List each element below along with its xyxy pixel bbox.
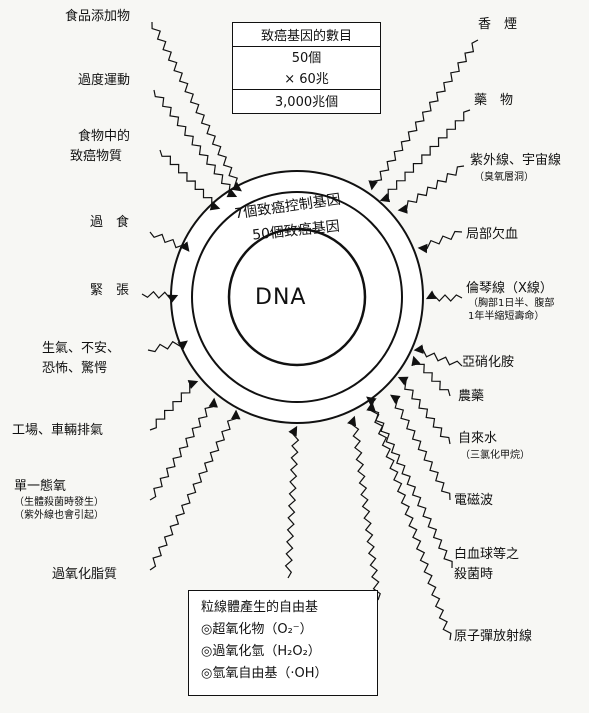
wavy-arrow (149, 379, 199, 431)
wavy-arrow (149, 231, 190, 252)
wavy-arrow (417, 230, 463, 254)
factor-drugs: 藥 物 (474, 93, 514, 108)
factor-food-carcinogens-1: 食物中的 (78, 129, 131, 144)
factor-xray-note2: 1年半縮短壽命） (468, 311, 545, 322)
wavy-arrow (397, 376, 451, 445)
wavy-arrow (411, 355, 451, 397)
wavy-arrow (284, 425, 300, 579)
wavy-arrow (159, 149, 221, 211)
factor-leukocyte-1: 白血球等之 (454, 547, 520, 562)
oncogene-count-box: 致癌基因的數目 50個 × 60兆 3,000兆個 (232, 22, 381, 114)
factor-tap-water: 自來水 (458, 431, 498, 446)
factor-singlet-oxygen-note2: （紫外線也會引起） (14, 510, 104, 521)
factor-overexercise: 過度運動 (78, 73, 131, 88)
count-box-row2: × 60兆 (233, 68, 380, 90)
wavy-arrow (379, 109, 471, 203)
wavy-arrow (366, 401, 452, 641)
factor-lipid-peroxide: 過氧化脂質 (52, 567, 118, 582)
factor-ozone-hole: （臭氧層洞） (474, 172, 534, 183)
wavy-arrow (390, 394, 451, 501)
factor-nitrosamine: 亞硝化胺 (462, 355, 515, 370)
middle-ring (191, 191, 403, 403)
factor-singlet-oxygen-note1: （生體殺菌時發生） (14, 497, 104, 508)
wavy-arrow (151, 21, 242, 192)
wavy-arrow (141, 290, 179, 304)
factor-overeating: 過 食 (90, 215, 130, 230)
factor-food-carcinogens-2: 致癌物質 (70, 149, 123, 164)
wavy-arrow (397, 165, 465, 214)
factor-food-additives: 食品添加物 (65, 9, 131, 24)
wavy-arrow (425, 290, 463, 302)
free-radical-box: 粒線體產生的自由基 ◎超氧化物（O₂⁻） ◎過氧化氫（H₂O₂） ◎氫氧自由基（… (188, 590, 378, 696)
factor-xray: 倫琴線（X線） (466, 281, 553, 296)
factor-local-ischemia: 局部欠血 (466, 227, 519, 242)
wavy-arrow (347, 415, 381, 601)
wavy-arrow (149, 397, 219, 501)
factor-xray-note1: （胸部1日半、腹部 (468, 298, 555, 309)
factor-singlet-oxygen: 單一態氧 (14, 479, 67, 494)
dna-rings (170, 170, 424, 424)
wavy-arrow (149, 409, 241, 571)
count-box-row1: 50個 (291, 51, 322, 66)
free-radical-peroxide: ◎過氧化氫（H₂O₂） (201, 644, 321, 659)
factor-uv-cosmic: 紫外線、宇宙線 (470, 153, 562, 168)
inner-ring (227, 227, 367, 367)
factor-chloroform: （三氯化甲烷） (460, 450, 530, 461)
wavy-arrow (153, 89, 238, 198)
count-box-row3: 3,000兆個 (274, 95, 339, 110)
wavy-arrow (366, 396, 453, 569)
free-radical-hydroxyl: ◎氫氧自由基（·OH） (201, 666, 328, 681)
factor-emotions-2: 恐怖、驚愕 (42, 361, 108, 376)
dna-label: DNA (255, 285, 307, 310)
free-radical-title: 粒線體產生的自由基 (201, 600, 319, 615)
wavy-arrows (141, 21, 479, 641)
factor-pesticide: 農藥 (458, 389, 485, 404)
factor-electromagnetic: 電磁波 (454, 493, 494, 508)
free-radical-superoxide: ◎超氧化物（O₂⁻） (201, 622, 313, 637)
wavy-arrow (368, 39, 479, 191)
factor-exhaust: 工場、車輛排氣 (12, 423, 104, 438)
wavy-arrow (147, 340, 188, 353)
factor-leukocyte-2: 殺菌時 (454, 567, 494, 582)
wavy-arrow (413, 344, 463, 367)
factor-emotions-1: 生氣、不安、 (42, 341, 121, 356)
factor-stress: 緊 張 (90, 283, 130, 298)
count-box-title: 致癌基因的數目 (233, 25, 380, 47)
factor-atomic-radiation: 原子彈放射線 (454, 629, 533, 644)
factor-tobacco: 香 煙 (478, 17, 518, 32)
